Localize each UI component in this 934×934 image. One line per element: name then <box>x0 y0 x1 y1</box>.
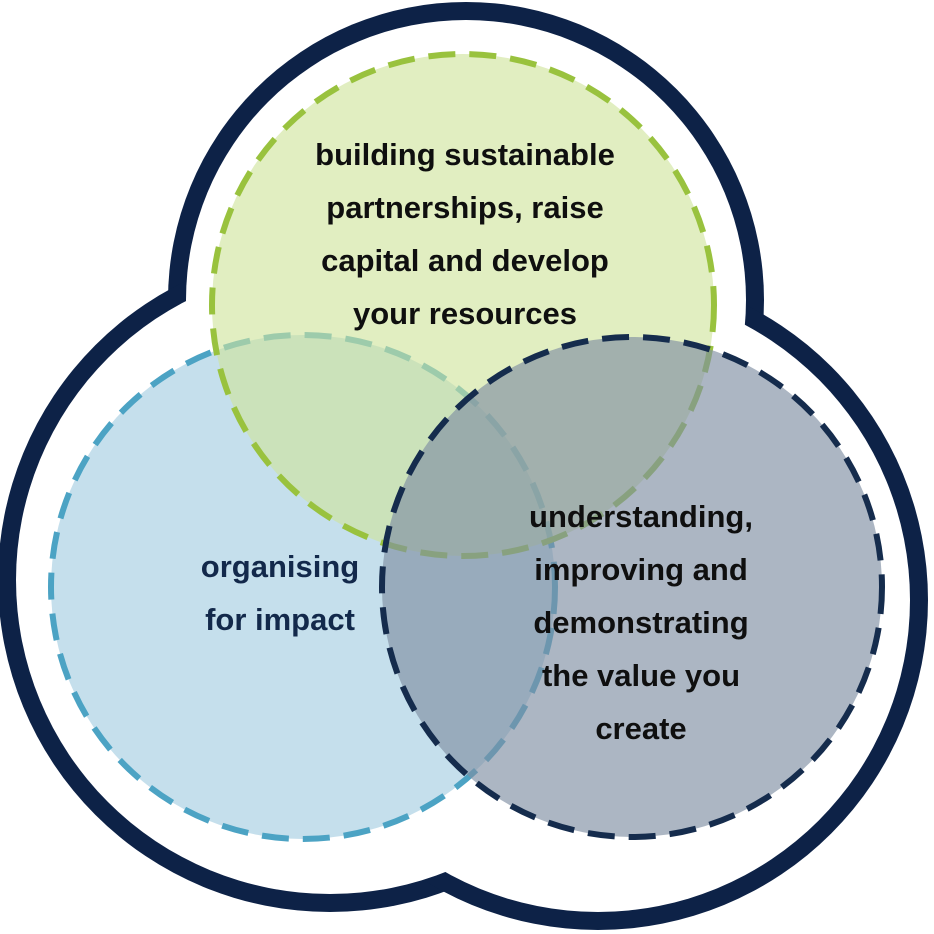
right-label-line: understanding, <box>529 499 753 534</box>
top-label-line: your resources <box>353 296 577 331</box>
right-label-line: demonstrating <box>533 605 749 640</box>
circle-demonstrating-value <box>379 334 885 840</box>
right-label-line: create <box>595 711 687 746</box>
right-label-line: improving and <box>534 552 748 587</box>
left-label-line: for impact <box>205 602 355 637</box>
top-label-line: building sustainable <box>315 137 615 172</box>
top-label-line: partnerships, raise <box>326 190 604 225</box>
right-circle-label: understanding, improving and demonstrati… <box>495 490 787 755</box>
left-circle-label: organising for impact <box>160 540 400 646</box>
top-label-line: capital and develop <box>321 243 609 278</box>
top-circle-label: building sustainable partnerships, raise… <box>245 128 685 340</box>
right-label-line: the value you <box>541 658 741 693</box>
left-label-line: organising <box>200 549 360 584</box>
